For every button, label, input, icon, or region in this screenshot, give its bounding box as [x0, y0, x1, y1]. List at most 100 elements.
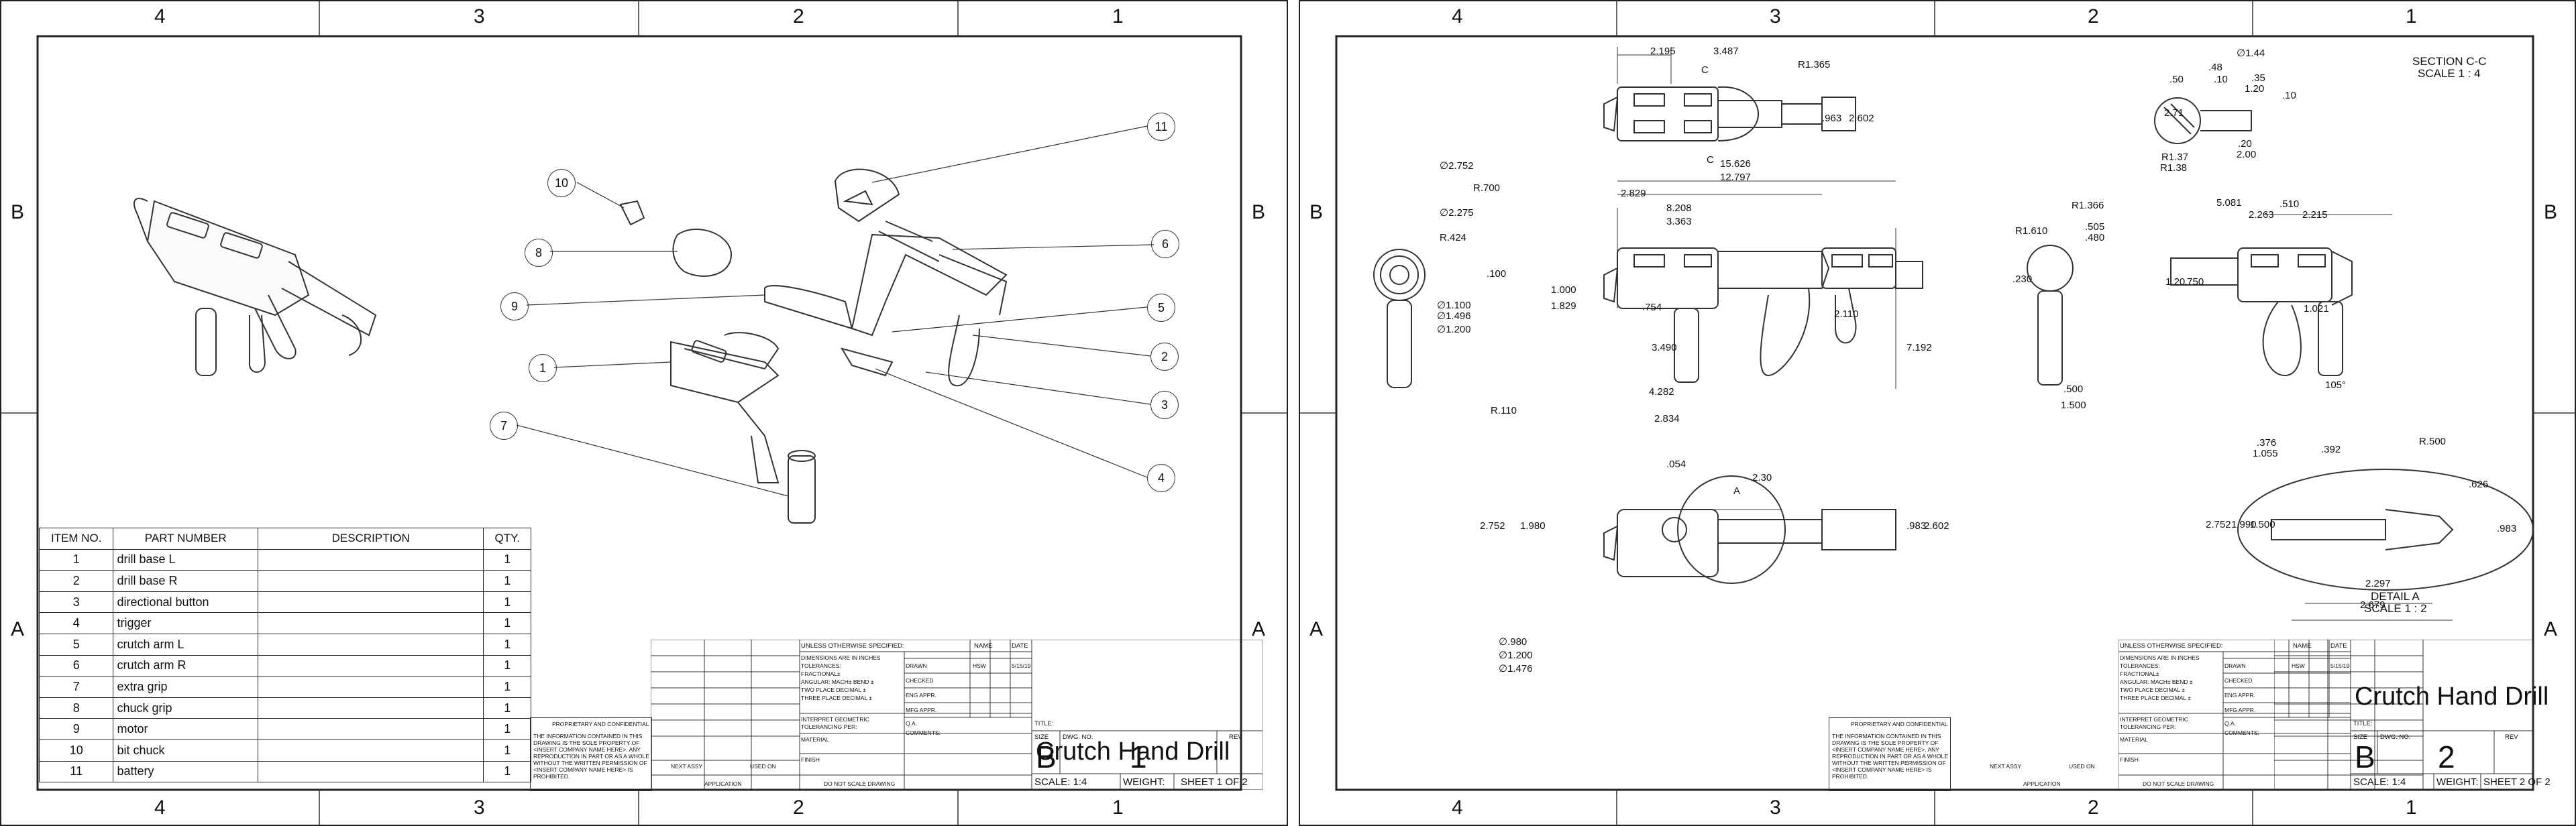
dim-top-view: C: [1707, 154, 1714, 166]
tb-checked: CHECKED: [906, 677, 934, 684]
dim-front-view: 4.282: [1649, 386, 1674, 398]
tb2-dwg-no: 2: [2438, 740, 2455, 774]
dim-bottom-view: ∅1.200: [1499, 650, 1533, 661]
zone-col-3-top: 3: [474, 5, 485, 27]
tb2-mfg-appr: MFG APPR.: [2224, 707, 2256, 713]
zone-row-b-left: B: [11, 201, 25, 223]
prop2-line-1: PROPRIETARY AND CONFIDENTIAL: [1851, 721, 1948, 727]
dim-right-view: .510: [2279, 198, 2300, 210]
side-view: [2027, 245, 2074, 386]
zone2-col-3-top: 3: [1770, 5, 1781, 27]
tb2-application: APPLICATION: [2023, 780, 2061, 787]
bom-cell-part: chuck grip: [113, 697, 258, 719]
dim-front-view: 3.363: [1666, 216, 1692, 227]
bom-cell-desc: [257, 760, 484, 783]
dim-top-view: 15.626: [1720, 158, 1751, 170]
tb2-date-header: DATE: [2330, 642, 2347, 650]
bom-cell-part: drill base L: [113, 548, 258, 571]
zone2-col-1-top: 1: [2406, 5, 2417, 27]
bom-cell-qty: 1: [483, 591, 531, 613]
tb-interpret-1: INTERPRET GEOMETRIC: [801, 716, 869, 723]
dim-right-view: 105°: [2325, 379, 2347, 391]
prop-line-8: PROHIBITED.: [533, 773, 570, 780]
section-cc-scale: SCALE 1 : 4: [2418, 67, 2481, 80]
tb-comments: COMMENTS:: [906, 729, 941, 736]
tb2-title: Crutch Hand Drill: [2355, 683, 2549, 711]
assembly-isometric: [133, 198, 377, 376]
balloon-5: 5: [1147, 294, 1175, 322]
zone2-row-b-right: B: [2544, 201, 2558, 223]
bom-header-item: ITEM NO.: [38, 528, 114, 550]
tb2-finish: FINISH: [2120, 756, 2139, 763]
dim-end-view: R.110: [1491, 405, 1517, 416]
dim-detail: .376: [2257, 437, 2277, 449]
tb2-checked: CHECKED: [2224, 677, 2253, 684]
zone2-row-a-left: A: [1309, 618, 1324, 640]
dim-bottom-view: 2.602: [1924, 520, 1949, 532]
zone2-col-2-bottom: 2: [2088, 796, 2099, 819]
sheet-1-frame: [0, 0, 1288, 826]
bom-cell-desc: [257, 548, 484, 571]
tb-used-on: USED ON: [750, 763, 776, 770]
tb2-dims-4: ANGULAR: MACH± BEND ±: [2120, 678, 2193, 685]
tb-title-label: TITLE:: [1034, 720, 1054, 727]
title-block-grid-2b: [2118, 640, 2533, 790]
zone2-col-2-top: 2: [2088, 5, 2099, 27]
dim-section: .50: [2169, 74, 2184, 85]
bom-header-qty: QTY.: [483, 528, 531, 550]
prop2-line-7: <INSERT COMPANY NAME HERE> IS: [1832, 766, 1932, 773]
dim-front-view: 1.829: [1551, 300, 1576, 312]
dim-end-view: R.424: [1440, 232, 1467, 243]
detail-a-scale: SCALE 1 : 2: [2364, 602, 2427, 615]
top-view: [1603, 86, 1856, 141]
zone-row-a-left: A: [11, 618, 25, 640]
tb-drawn-by: HSW: [973, 662, 986, 669]
tb-next-assy: NEXT ASSY: [671, 763, 703, 770]
bom-cell-desc: [257, 739, 484, 762]
title-block-sheet-1: UNLESS OTHERWISE SPECIFIED: NAME DATE DI…: [651, 640, 1263, 790]
prop-line-4: <INSERT COMPANY NAME HERE>. ANY: [533, 746, 641, 753]
dim-bottom-view: .983: [1907, 520, 1927, 532]
zone2-row-b-left: B: [1309, 201, 1324, 223]
dim-right-view: .750: [2184, 276, 2204, 288]
bom-cell-desc: [257, 718, 484, 740]
tb-finish: FINISH: [801, 756, 820, 763]
tb-date-header: DATE: [1012, 642, 1028, 650]
bom-cell-part: bit chuck: [113, 739, 258, 762]
tb2-material: MATERIAL: [2120, 736, 2148, 743]
front-view: [1603, 247, 1923, 383]
section-cc-label: SECTION C-C: [2412, 55, 2487, 68]
dim-section: R1.38: [2160, 162, 2188, 174]
dim-detail: 1.500: [2250, 519, 2275, 530]
bom-cell-qty: 1: [483, 548, 531, 571]
tb-interpret-2: TOLERANCING PER:: [801, 723, 857, 730]
proprietary-notice: PROPRIETARY AND CONFIDENTIAL THE INFORMA…: [530, 717, 652, 791]
bom-cell-desc: [257, 697, 484, 719]
dim-detail: .983: [2497, 523, 2517, 534]
sheet-2-frame: [1299, 0, 2576, 826]
dim-section: .10: [2214, 74, 2228, 85]
bom-cell-qty: 1: [483, 570, 531, 592]
tb2-drawn-date: 5/15/19: [2330, 662, 2350, 669]
tb-do-not-scale: DO NOT SCALE DRAWING: [824, 780, 896, 787]
tb2-size-label: SIZE: [2353, 733, 2368, 741]
balloon-11: 11: [1147, 113, 1175, 141]
right-view: [2170, 247, 2353, 377]
dim-end-view: ∅1.200: [1437, 324, 1471, 335]
bom-cell-item: 3: [38, 591, 114, 613]
zone-row-b-right: B: [1252, 201, 1266, 223]
dim-front-view: 3.490: [1652, 342, 1677, 353]
dim-right-view: 1.20: [2165, 276, 2186, 288]
dim-detail: 2.297: [2365, 578, 2391, 589]
tb2-qa: Q.A.: [2224, 720, 2237, 727]
tb2-left-block: NEXT ASSY USED ON APPLICATION: [1970, 763, 2118, 790]
tb2-eng-appr: ENG APPR.: [2224, 692, 2255, 699]
prop2-line-2: THE INFORMATION CONTAINED IN THIS: [1832, 733, 1941, 740]
dim-front-view: 2.110: [1834, 308, 1859, 320]
bom-cell-item: 4: [38, 612, 114, 634]
